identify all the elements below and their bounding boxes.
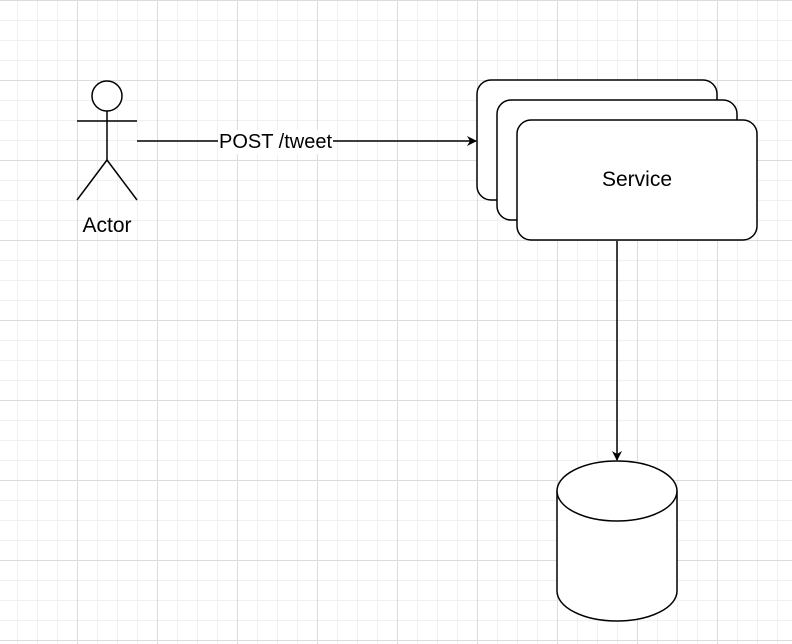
database-shape[interactable] [556, 460, 678, 622]
service-instance-front [516, 119, 758, 241]
actor-head [91, 80, 123, 112]
actor-left-leg [76, 159, 108, 201]
service-stack[interactable] [476, 79, 758, 241]
service-label: Service [601, 168, 673, 191]
database-body [556, 491, 678, 622]
actor-label: Actor [82, 214, 132, 237]
edge-request-label: POST /tweet [218, 130, 334, 154]
actor-right-leg [106, 159, 138, 201]
database-top [556, 460, 678, 522]
actor-shape[interactable] [76, 80, 138, 201]
